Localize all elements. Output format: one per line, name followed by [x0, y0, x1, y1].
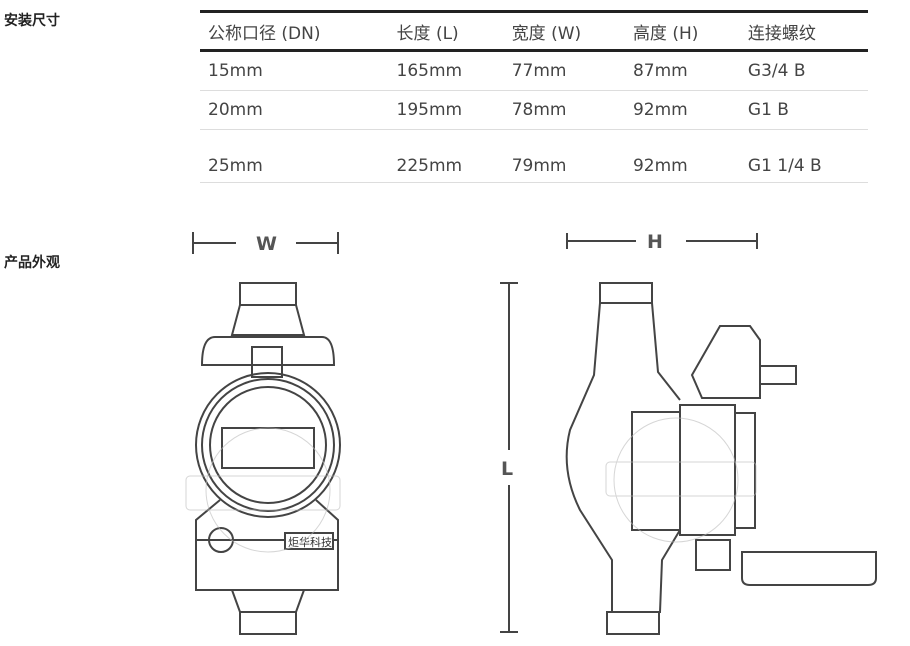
section-appearance: 产品外观: [4, 255, 60, 271]
cell: G1 B: [739, 90, 868, 130]
header-dn: 公称口径 (DN): [200, 10, 389, 52]
cell: G1 1/4 B: [739, 129, 868, 183]
header-length: 长度 (L): [388, 10, 504, 52]
cell: 15mm: [200, 50, 389, 91]
cell: 225mm: [388, 129, 504, 183]
width-dimension: W: [192, 232, 339, 255]
table-row: 20mm 195mm 78mm 92mm G1 B: [200, 90, 868, 130]
meter-side-view: [565, 282, 877, 635]
table-row: 25mm 225mm 79mm 92mm G1 1/4 B: [200, 129, 868, 183]
length-dimension: L: [500, 282, 518, 633]
cell: 78mm: [503, 90, 625, 130]
cell: 195mm: [388, 90, 504, 130]
header-width: 宽度 (W): [503, 10, 625, 52]
dimension-table: 公称口径 (DN) 长度 (L) 宽度 (W) 高度 (H) 连接螺纹 15mm…: [200, 10, 868, 183]
cell: 165mm: [388, 50, 504, 91]
cell: 87mm: [624, 50, 740, 91]
cell: 92mm: [624, 129, 740, 183]
watermark: [185, 417, 757, 553]
cell: 25mm: [200, 129, 389, 183]
cell: 77mm: [503, 50, 625, 91]
length-label: L: [501, 458, 513, 480]
meter-front-view: 炬华科技: [195, 282, 341, 635]
header-thread: 连接螺纹: [739, 10, 868, 52]
brand-tag: 炬华科技: [288, 535, 332, 549]
cell: 79mm: [503, 129, 625, 183]
height-label: H: [647, 231, 663, 253]
table-header-row: 公称口径 (DN) 长度 (L) 宽度 (W) 高度 (H) 连接螺纹: [200, 10, 868, 52]
table-row: 15mm 165mm 77mm 87mm G3/4 B: [200, 50, 868, 91]
height-dimension: H: [566, 231, 758, 253]
cell: G3/4 B: [739, 50, 868, 91]
section-install-size: 安装尺寸: [4, 13, 60, 29]
cell: 20mm: [200, 90, 389, 130]
cell: 92mm: [624, 90, 740, 130]
header-height: 高度 (H): [624, 10, 740, 52]
width-label: W: [256, 233, 277, 255]
